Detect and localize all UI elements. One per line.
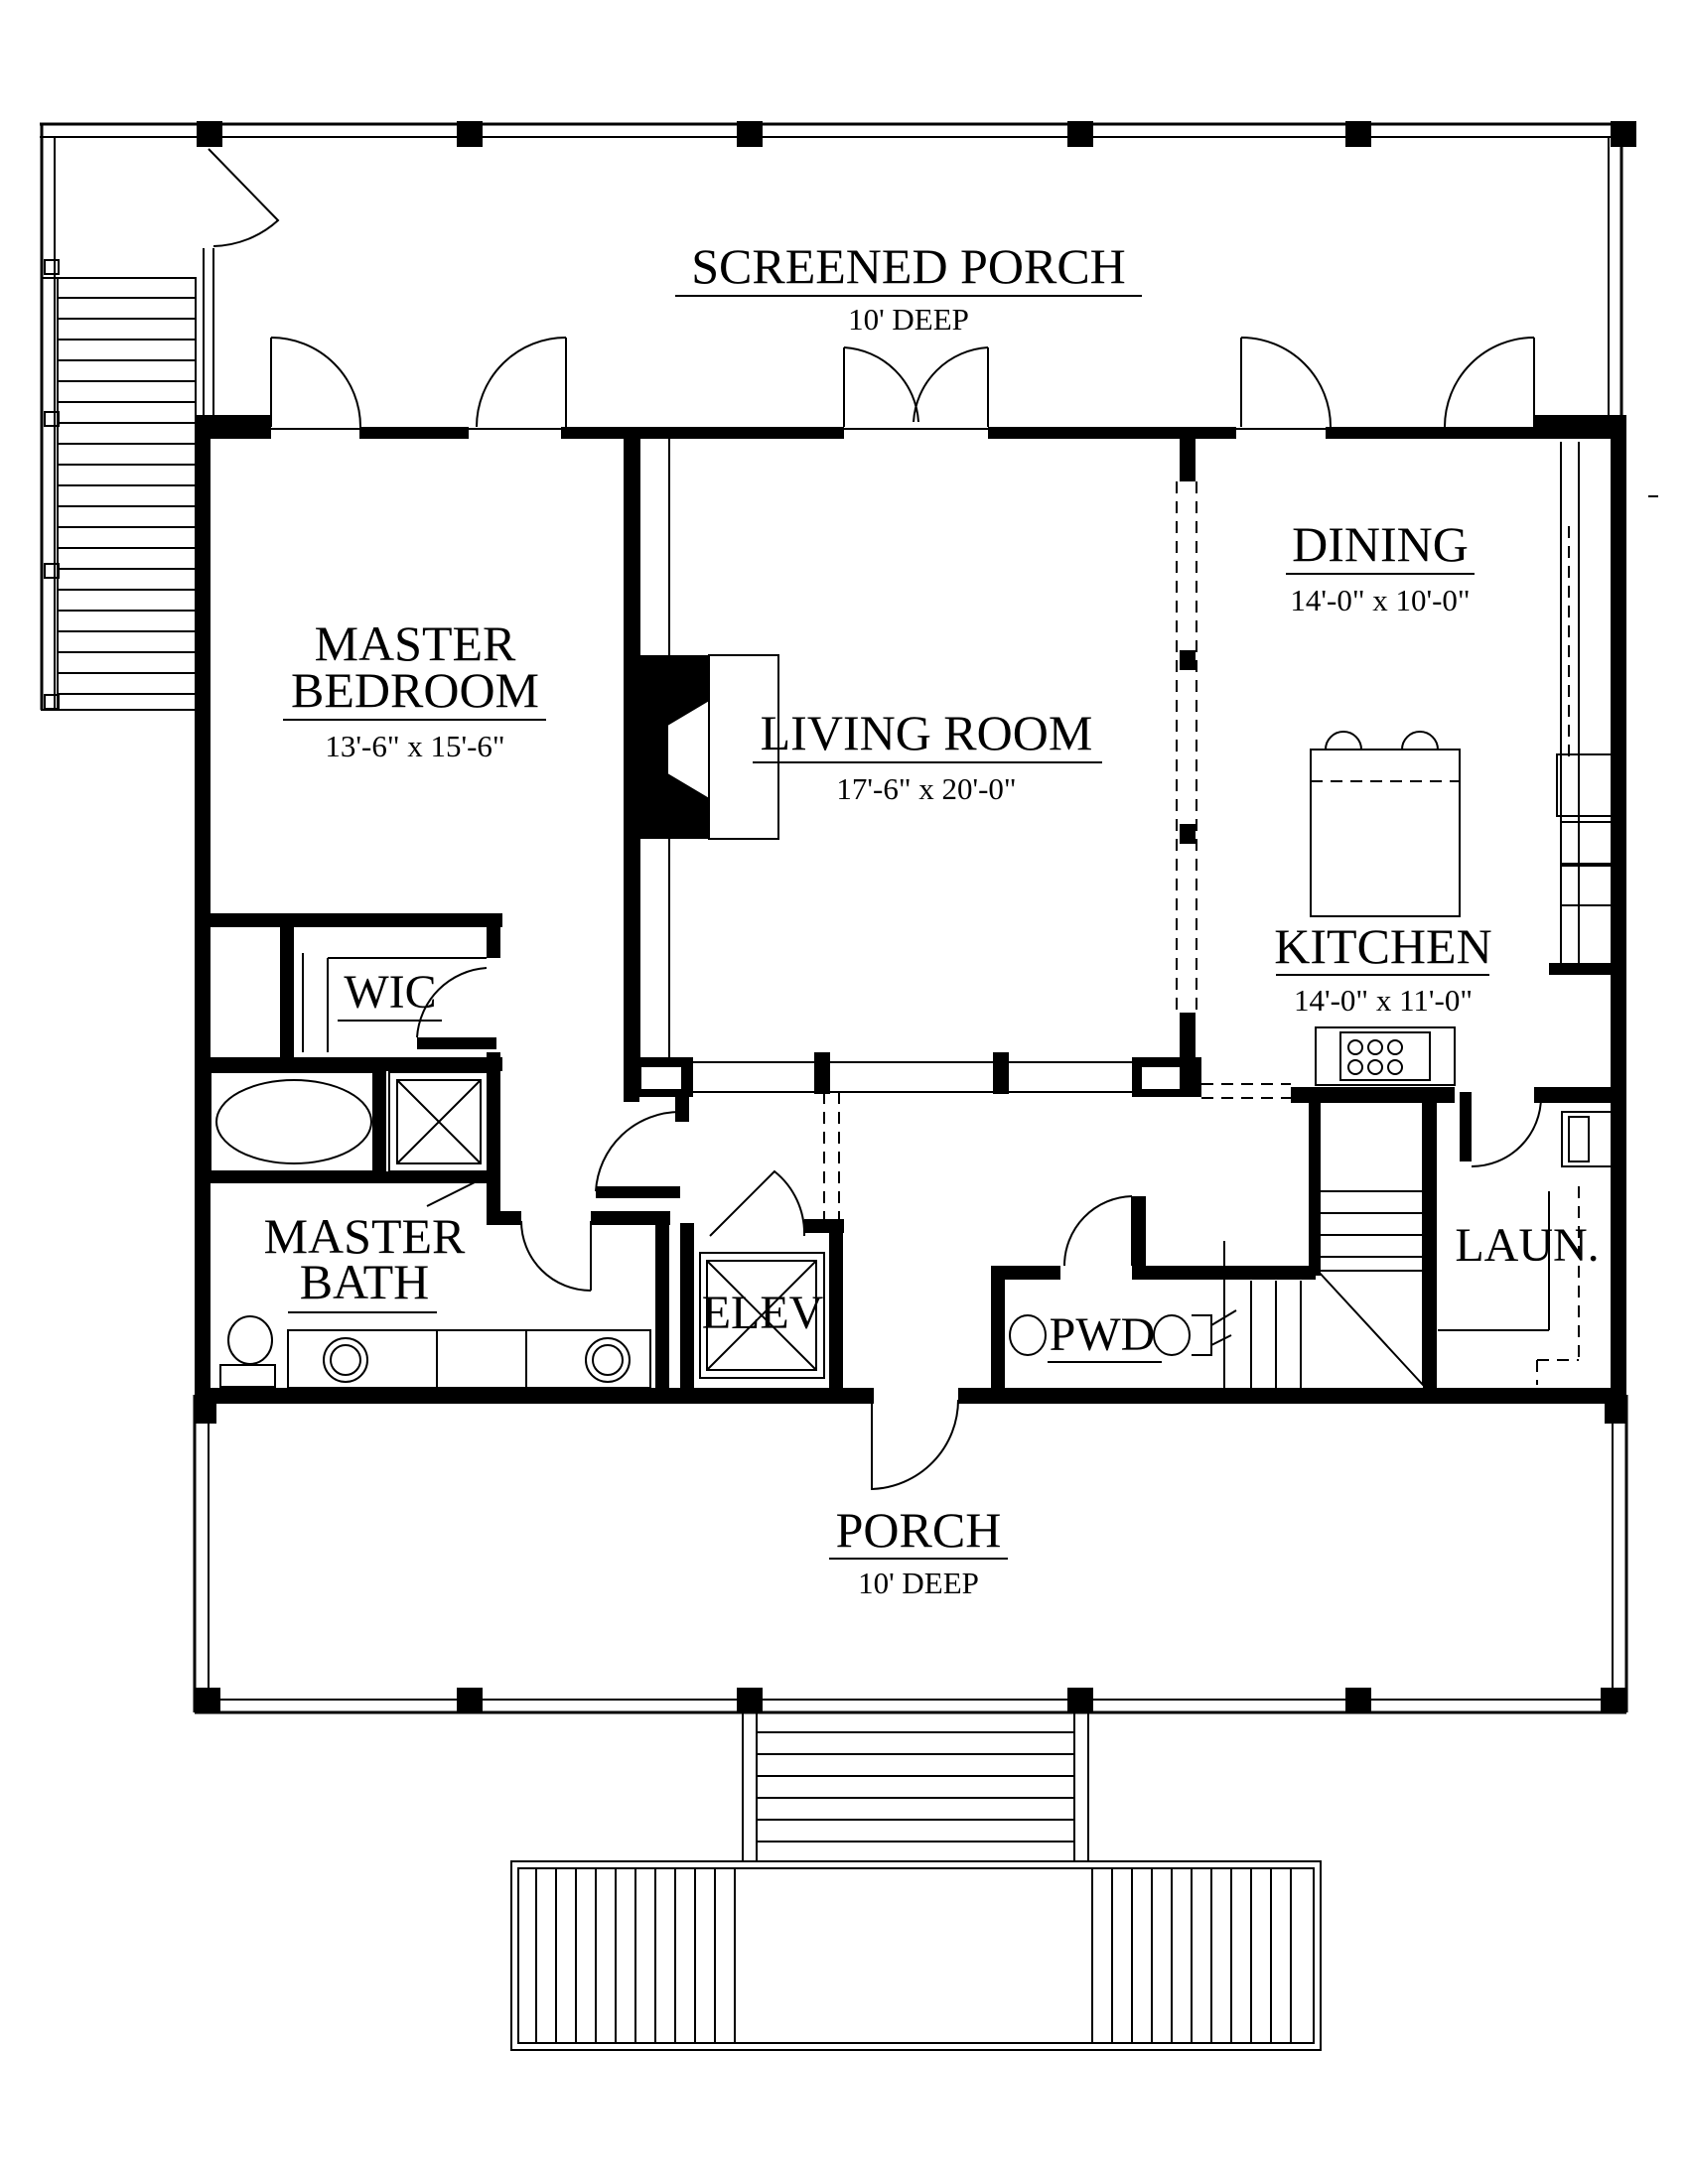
master-suite-walls xyxy=(195,913,689,1395)
front-porch-enclosure xyxy=(193,1395,1628,1714)
master-bath-label-1: MASTER xyxy=(264,1208,466,1264)
dining-label: DINING xyxy=(1292,516,1469,572)
master-bedroom-dims: 13'-6" x 15'-6" xyxy=(325,729,504,763)
powder-room-walls xyxy=(991,1195,1316,1395)
screened-porch-dims: 10' DEEP xyxy=(848,302,969,337)
porch-dims: 10' DEEP xyxy=(858,1566,979,1600)
kitchen-dims: 14'-0" x 11'-0" xyxy=(1294,983,1473,1018)
screened-porch-enclosure xyxy=(40,121,1636,710)
front-door xyxy=(854,1388,959,1491)
kitchen-label: KITCHEN xyxy=(1274,918,1491,974)
screened-porch-label: SCREENED PORCH xyxy=(691,238,1126,294)
kitchen-island xyxy=(1310,731,1461,1086)
elev-label: ELEV xyxy=(702,1287,824,1339)
pwd-label: PWD xyxy=(1050,1308,1156,1361)
service-walls xyxy=(1187,1087,1618,1404)
exterior-walls xyxy=(195,415,1626,1404)
room-labels: SCREENED PORCH 10' DEEP DINING 14'-0" x … xyxy=(264,238,1600,1600)
master-bedroom-label-1: MASTER xyxy=(315,615,516,671)
side-stair xyxy=(41,259,197,711)
wic-label: WIC xyxy=(344,966,436,1019)
porch-label: PORCH xyxy=(836,1502,1002,1558)
living-room-label: LIVING ROOM xyxy=(761,705,1093,760)
elevator xyxy=(680,1092,844,1397)
master-bath-label-2: BATH xyxy=(300,1254,430,1309)
master-bedroom-label-2: BEDROOM xyxy=(291,662,539,718)
front-steps xyxy=(510,1713,1322,2051)
living-walls xyxy=(624,436,1291,1102)
laun-label: LAUN. xyxy=(1455,1219,1599,1272)
rear-doors xyxy=(270,337,1535,428)
dining-dims: 14'-0" x 10'-0" xyxy=(1290,583,1470,617)
kitchen-cabinets xyxy=(1549,442,1658,975)
living-room-dims: 17'-6" x 20'-0" xyxy=(836,771,1016,806)
